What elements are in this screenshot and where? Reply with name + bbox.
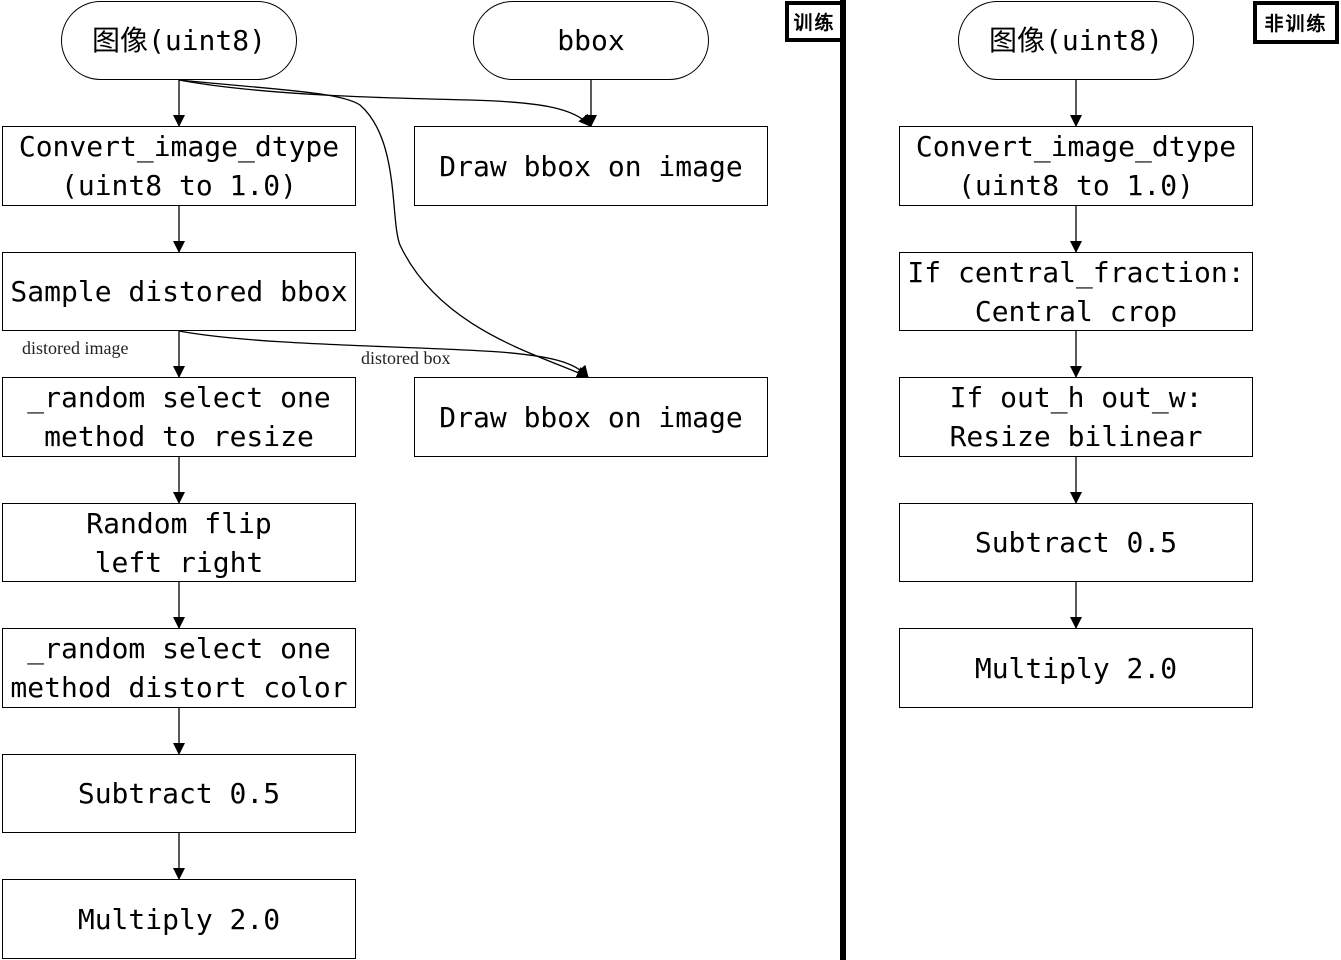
eval-resize-node: If out_h out_w: Resize bilinear xyxy=(899,377,1253,457)
eval-tag-label: 非训练 xyxy=(1264,13,1328,35)
eval-convert-line1: Convert_image_dtype xyxy=(915,130,1237,163)
train-convert-line2: (uint8 to 1.0) xyxy=(60,169,297,202)
train-draw-bbox-node-2: Draw bbox on image xyxy=(414,377,768,457)
train-multiply-node: Multiply 2.0 xyxy=(2,879,356,959)
eval-central-crop-line1: If central_fraction: xyxy=(907,255,1245,289)
train-distort-color-line2: method distort color xyxy=(10,671,348,704)
train-draw-bbox-node-1: Draw bbox on image xyxy=(414,126,768,206)
train-input-bbox-label: bbox xyxy=(557,24,625,57)
train-flip-node: Random flip left right xyxy=(2,503,356,582)
train-input-image-node: 图像(uint8) xyxy=(61,1,297,80)
train-tag-label: 训练 xyxy=(793,12,836,34)
eval-central-crop-line2: Central crop xyxy=(974,294,1178,328)
train-subtract-label: Subtract 0.5 xyxy=(77,777,281,810)
edge-image-to-draw1 xyxy=(178,79,591,127)
eval-multiply-label: Multiply 2.0 xyxy=(974,651,1178,685)
eval-tag: 非训练 xyxy=(1253,1,1339,44)
train-sample-bbox-node: Sample distored bbox xyxy=(2,252,356,331)
train-convert-line1: Convert_image_dtype xyxy=(18,130,340,163)
eval-central-crop-node: If central_fraction: Central crop xyxy=(899,252,1253,331)
eval-subtract-label: Subtract 0.5 xyxy=(974,526,1178,559)
edge-image-to-draw2 xyxy=(178,79,589,378)
train-input-image-label: 图像(uint8) xyxy=(91,24,266,57)
edge-sample-to-draw2 xyxy=(178,330,589,378)
eval-multiply-node: Multiply 2.0 xyxy=(899,628,1253,708)
train-convert-node: Convert_image_dtype (uint8 to 1.0) xyxy=(2,126,356,206)
train-random-resize-line1: _random select one xyxy=(27,381,331,414)
train-random-resize-node: _random select one method to resize xyxy=(2,377,356,457)
eval-input-image-node: 图像(uint8) xyxy=(958,1,1194,80)
eval-convert-node: Convert_image_dtype (uint8 to 1.0) xyxy=(899,126,1253,206)
section-divider xyxy=(840,0,846,960)
train-draw-bbox-label-2: Draw bbox on image xyxy=(439,400,743,434)
edge-label-distored-image: distored image xyxy=(22,338,129,358)
train-subtract-node: Subtract 0.5 xyxy=(2,754,356,833)
eval-convert-line2: (uint8 to 1.0) xyxy=(957,169,1194,202)
train-multiply-label: Multiply 2.0 xyxy=(77,902,281,936)
eval-input-image-label: 图像(uint8) xyxy=(988,24,1163,57)
eval-resize-line2: Resize bilinear xyxy=(949,420,1203,453)
train-draw-bbox-label-1: Draw bbox on image xyxy=(439,149,743,183)
train-distort-color-line1: _random select one xyxy=(27,632,331,665)
train-flip-line2: left right xyxy=(94,545,264,579)
train-distort-color-node: _random select one method distort color xyxy=(2,628,356,708)
train-random-resize-line2: method to resize xyxy=(44,420,314,453)
train-tag: 训练 xyxy=(785,1,844,42)
train-sample-bbox-label: Sample distored bbox xyxy=(10,275,348,308)
eval-subtract-node: Subtract 0.5 xyxy=(899,503,1253,582)
train-input-bbox-node: bbox xyxy=(473,1,709,80)
eval-resize-line1: If out_h out_w: xyxy=(949,381,1203,414)
train-flip-line1: Random flip xyxy=(86,506,272,540)
edge-label-distored-box: distored box xyxy=(361,348,451,368)
